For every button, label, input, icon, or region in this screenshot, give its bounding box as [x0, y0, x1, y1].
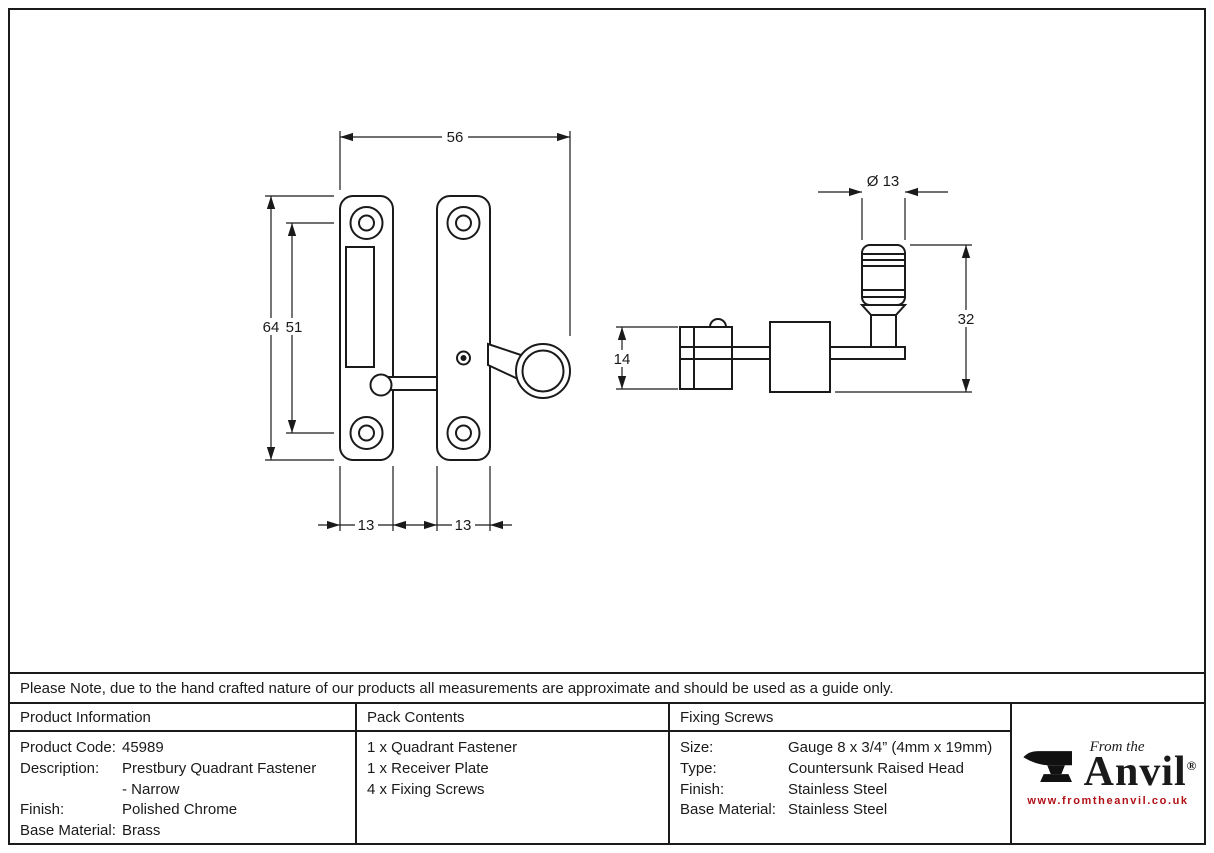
dim-side-depth: 14 [614, 351, 631, 368]
base-material-row: Base Material: Brass [20, 821, 345, 842]
side-view-fastener-block [769, 321, 831, 393]
field-value: Countersunk Raised Head [788, 759, 964, 777]
side-view [679, 244, 908, 393]
field-label: Product Code: [20, 739, 116, 756]
fixing-screws-header: Fixing Screws [670, 704, 1010, 732]
field-value: Polished Chrome [122, 801, 238, 819]
logo-name: Anvil® [1084, 751, 1197, 793]
field-value: Brass [122, 822, 161, 840]
logo-tagline: From the [1089, 738, 1145, 755]
dim-plate-width-right: 13 [455, 517, 472, 534]
base-material-row: Base Material: Stainless Steel [680, 800, 1000, 821]
dimension-labels: 56 64 51 13 13 Ø 13 32 14 [259, 129, 979, 534]
size-row: Size: Gauge 8 x 3/4” (4mm x 19mm) [680, 738, 1000, 759]
note-text: Please Note, due to the hand crafted nat… [20, 679, 894, 697]
product-information-header: Product Information [10, 704, 355, 732]
product-information-column: Product Information Product Code: 45989 … [10, 704, 357, 843]
dim-hole-spacing: 51 [286, 319, 303, 336]
receiver-slot [345, 246, 375, 368]
field-label: Base Material: [680, 801, 776, 819]
pack-contents-header: Pack Contents [357, 704, 668, 732]
fixing-screws-column: Fixing Screws Size: Gauge 8 x 3/4” (4mm … [670, 704, 1012, 843]
field-label: Size: [680, 739, 714, 756]
description-row-2: - Narrow [20, 780, 345, 801]
logo-text: From the Anvil® [1084, 738, 1197, 793]
registered-mark: ® [1186, 757, 1197, 773]
description-row: Description: Prestbury Quadrant Fastener [20, 759, 345, 780]
field-value: Stainless Steel [788, 801, 888, 819]
field-label: Finish: [680, 780, 725, 798]
front-view [339, 195, 571, 461]
field-value: 45989 [122, 739, 164, 756]
product-information-body: Product Code: 45989 Description: Prestbu… [10, 732, 355, 842]
type-row: Type: Countersunk Raised Head [680, 759, 1000, 780]
dim-overall-width: 56 [447, 129, 464, 146]
spec-sheet-page: 56 64 51 13 13 Ø 13 32 14 Please Note, d… [8, 8, 1206, 845]
dim-side-height: 32 [958, 311, 975, 328]
pack-item: 4 x Fixing Screws [367, 780, 485, 798]
fixing-screws-body: Size: Gauge 8 x 3/4” (4mm x 19mm) Type: … [670, 732, 1010, 821]
finish-row: Finish: Stainless Steel [680, 780, 1000, 801]
product-code-row: Product Code: 45989 [20, 738, 345, 759]
note-bar: Please Note, due to the hand crafted nat… [10, 672, 1204, 704]
brand-logo: From the Anvil® [1020, 738, 1197, 793]
dim-overall-height: 64 [263, 319, 280, 336]
field-label: Description: [20, 759, 100, 777]
field-value: Prestbury Quadrant Fastener [122, 759, 317, 777]
pivot-stud [369, 373, 393, 397]
front-view-fastener-plate [436, 195, 491, 461]
field-label: Type: [680, 759, 717, 777]
field-value: Gauge 8 x 3/4” (4mm x 19mm) [788, 739, 993, 756]
info-table: Product Information Product Code: 45989 … [10, 704, 1204, 843]
pack-contents-body: 1 x Quadrant Fastener 1 x Receiver Plate… [357, 732, 668, 800]
field-value: - Narrow [122, 780, 180, 798]
field-value: Stainless Steel [788, 780, 888, 798]
pack-item: 1 x Quadrant Fastener [367, 739, 518, 756]
side-view-dome [708, 318, 728, 328]
side-view-knob [859, 244, 908, 348]
field-label: Base Material: [20, 822, 116, 840]
brand-logo-cell: From the Anvil® www.fromtheanvil.co.uk [1012, 704, 1204, 843]
logo-url: www.fromtheanvil.co.uk [1027, 795, 1189, 808]
field-label: Finish: [20, 801, 65, 819]
technical-drawing: 56 64 51 13 13 Ø 13 32 14 [10, 10, 1204, 672]
dim-plate-width-left: 13 [358, 517, 375, 534]
anvil-icon [1022, 751, 1072, 783]
logo-name-text: Anvil [1083, 748, 1187, 795]
dim-knob-diameter: Ø 13 [867, 173, 900, 190]
pack-item: 1 x Receiver Plate [367, 759, 489, 777]
pack-contents-column: Pack Contents 1 x Quadrant Fastener 1 x … [357, 704, 670, 843]
technical-drawing-svg: 56 64 51 13 13 Ø 13 32 14 [259, 129, 979, 534]
finish-row: Finish: Polished Chrome [20, 800, 345, 821]
side-view-receiver-bracket [679, 326, 733, 390]
field-label [20, 780, 122, 801]
